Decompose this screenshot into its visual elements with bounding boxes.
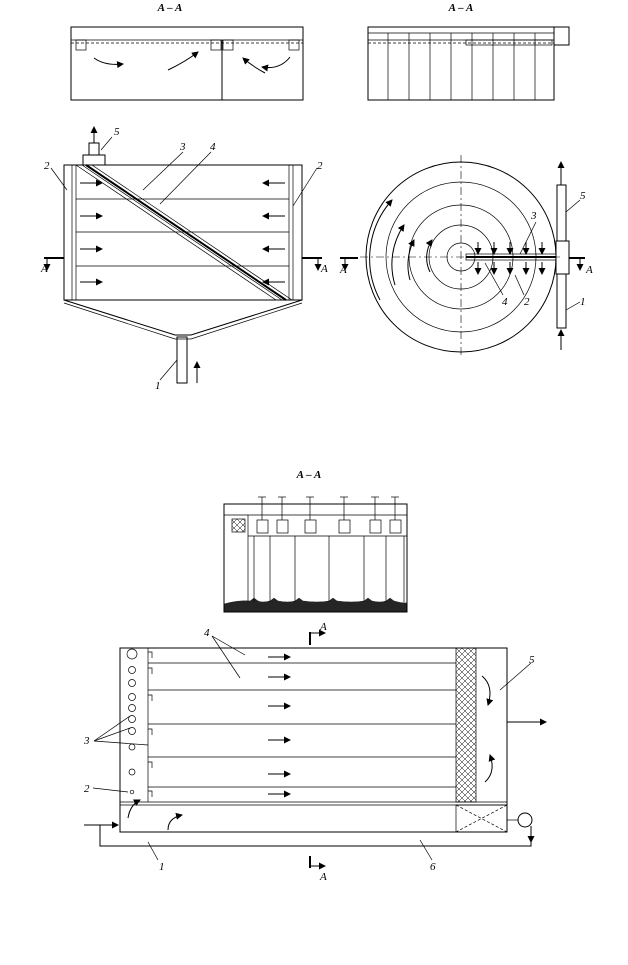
tank-section-outline bbox=[367, 26, 555, 101]
section-top-left: A – A bbox=[70, 2, 304, 101]
section-title-bottom: A – A bbox=[296, 469, 322, 481]
flow-arrow bbox=[391, 224, 405, 286]
flow-arrow bbox=[425, 239, 433, 273]
pump-icon bbox=[517, 812, 533, 828]
section-title-top-right: A – A bbox=[448, 2, 474, 14]
tank-section-outline bbox=[70, 26, 304, 101]
cut-label: A bbox=[339, 264, 347, 276]
tank-outline bbox=[63, 164, 303, 301]
cut-label: A bbox=[319, 621, 327, 633]
section-bottom: A – A bbox=[223, 469, 408, 613]
label-5: 5 bbox=[114, 126, 120, 138]
label-1: 1 bbox=[580, 296, 586, 308]
cut-label: A bbox=[319, 871, 327, 883]
tank-outline bbox=[119, 647, 508, 833]
flow-arrow bbox=[167, 812, 183, 831]
flow-arrow bbox=[167, 51, 199, 71]
label-1: 1 bbox=[155, 380, 161, 392]
label-5: 5 bbox=[580, 190, 586, 202]
label-6: 6 bbox=[430, 861, 436, 873]
flow-arrow bbox=[369, 199, 393, 301]
flow-arrow bbox=[481, 675, 494, 706]
label-3: 3 bbox=[179, 141, 186, 153]
flow-arrow bbox=[484, 754, 496, 783]
label-4: 4 bbox=[204, 627, 210, 639]
label-4: 4 bbox=[210, 141, 216, 153]
label-2: 2 bbox=[524, 296, 530, 308]
rectangular-tank-plan: A A 5 3 4 2 2 1 bbox=[40, 126, 328, 392]
label-2: 2 bbox=[44, 160, 50, 172]
label-4: 4 bbox=[502, 296, 508, 308]
label-5: 5 bbox=[529, 654, 535, 666]
radial-tank-plan: A A 3 5 1 4 2 bbox=[339, 155, 593, 358]
flow-arrow bbox=[127, 799, 141, 819]
cut-label: A bbox=[320, 263, 328, 275]
flow-arrow bbox=[93, 57, 124, 69]
section-title-top-left: A – A bbox=[157, 2, 183, 14]
label-2: 2 bbox=[84, 783, 90, 795]
label-3: 3 bbox=[83, 735, 90, 747]
flow-arrow bbox=[407, 239, 415, 281]
flow-arrow bbox=[261, 56, 291, 72]
cut-label: A bbox=[40, 263, 48, 275]
label-2: 2 bbox=[317, 160, 323, 172]
cut-label: A bbox=[585, 264, 593, 276]
label-3: 3 bbox=[530, 210, 537, 222]
section-top-right: A – A bbox=[367, 2, 570, 101]
label-1: 1 bbox=[159, 861, 165, 873]
horizontal-tank-plan: A A 4 3 2 5 1 6 bbox=[83, 621, 547, 883]
flow-arrow bbox=[242, 57, 266, 74]
